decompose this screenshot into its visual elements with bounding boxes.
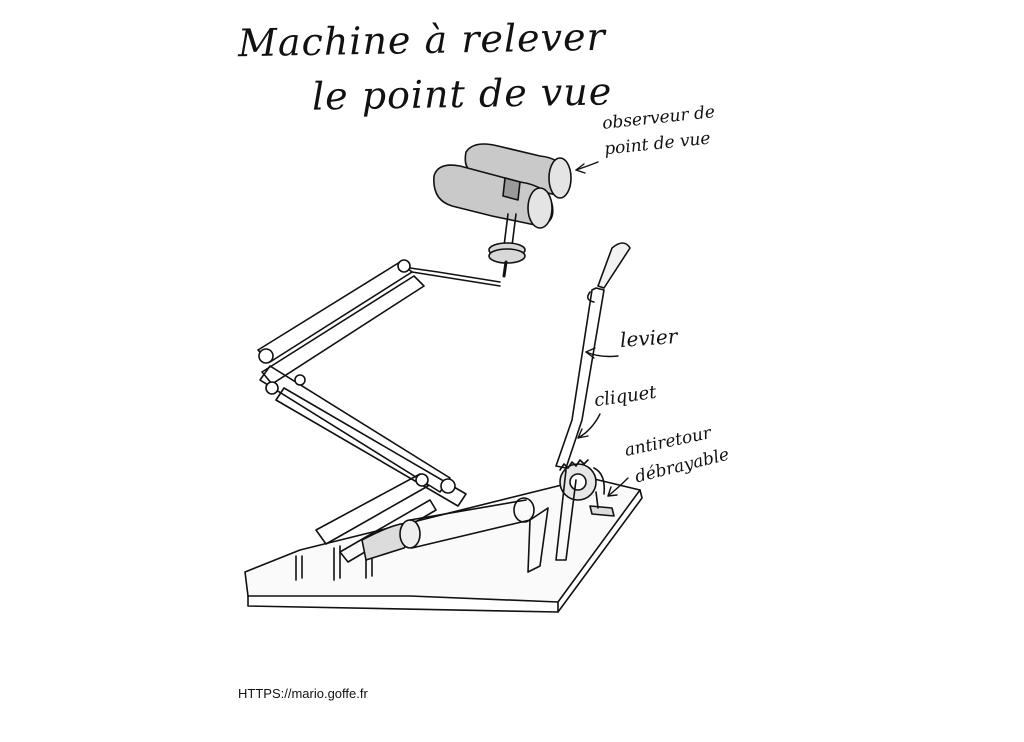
source-url: HTTPS://mario.goffe.fr [238, 686, 368, 701]
label-lever: levier [619, 324, 679, 352]
arrow-observer-icon [575, 161, 599, 171]
linkage-shafts [295, 497, 549, 581]
arrow-antireturn-icon [607, 477, 629, 497]
ratchet [555, 459, 606, 561]
lever [555, 242, 631, 469]
binoculars-icon [433, 143, 572, 278]
anti-return-catch [589, 491, 615, 517]
label-arrows [575, 161, 629, 497]
pantograph-arms [257, 259, 501, 563]
arrow-ratchet-icon [577, 413, 601, 439]
